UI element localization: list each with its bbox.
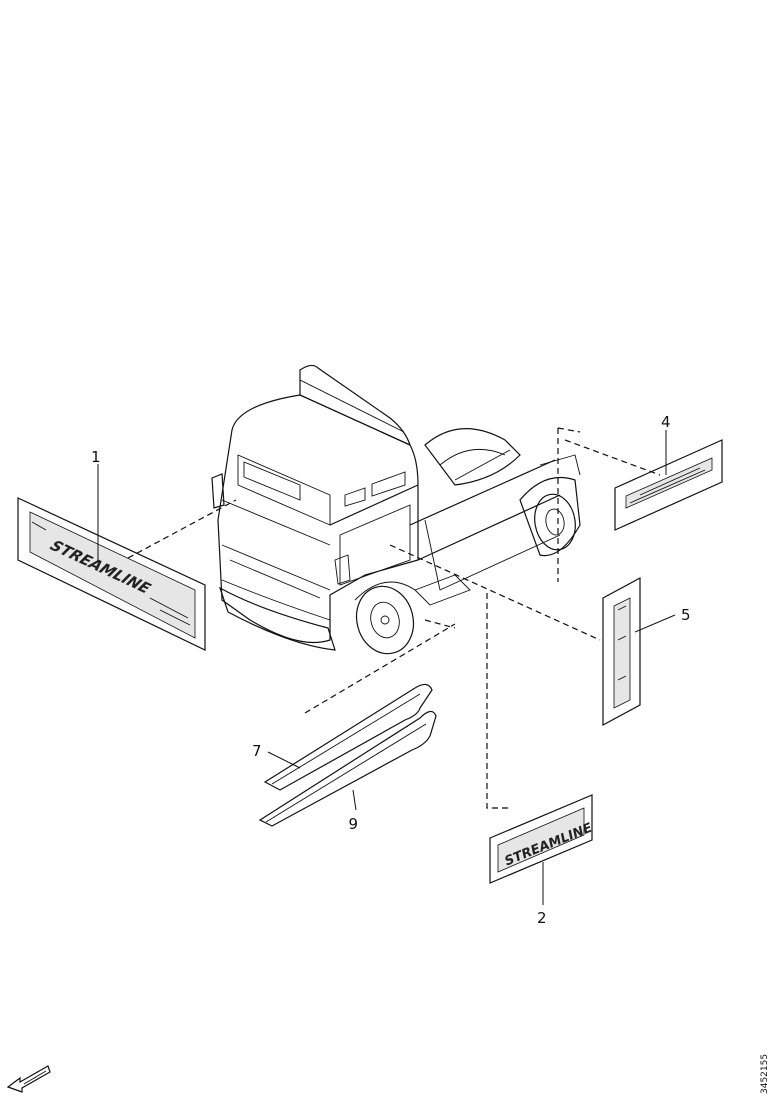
drawing-reference: 3452155: [760, 1054, 770, 1094]
part-6-stripe: [258, 710, 437, 827]
truck-illustration: [211, 364, 581, 655]
part-4-label: 4: [661, 413, 671, 431]
part-7-label: 7: [252, 742, 262, 760]
part-2-label: 2: [537, 909, 547, 927]
part-5-label: 5: [681, 606, 691, 624]
part-1-label: 1: [91, 448, 101, 466]
forward-arrow-icon: [6, 1065, 51, 1093]
part-6-label: 6: [348, 814, 358, 832]
part-5-decal: [602, 576, 641, 727]
part-4-trim: [614, 439, 723, 531]
part-7-stripe: [263, 683, 433, 791]
part-1-decal: STREAMLINE: [17, 497, 206, 651]
